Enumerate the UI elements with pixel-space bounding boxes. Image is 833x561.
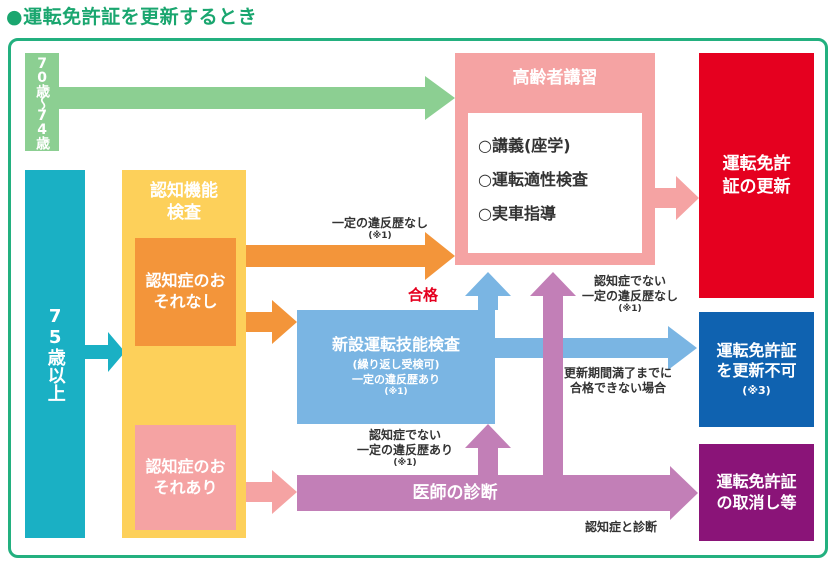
label-nd-nv-ref: (※1) <box>618 304 642 314</box>
arrow-70-to-course <box>58 76 455 120</box>
new-skill-test-cond: 一定の違反歴あり <box>352 372 440 386</box>
course-item-aptitude: ○運転適性検査 <box>478 170 588 189</box>
at-risk-box: 認知症のおそれあり <box>135 425 236 530</box>
course-item-driving: ○実車指導 <box>478 204 556 223</box>
new-skill-test-ref: (※1) <box>384 386 408 397</box>
label-expire: 更新期間満了までに 合格できない場合 <box>548 366 688 396</box>
label-no-violation-ref: (※1) <box>368 231 392 241</box>
no-renew-box: 運転免許証を更新不可 (※3) <box>699 312 814 427</box>
no-risk-label: 認知症のおそれなし <box>145 271 226 311</box>
label-not-dementia-no-violation: 認知症でない 一定の違反歴なし (※1) <box>560 274 700 315</box>
at-risk-label: 認知症のおそれあり <box>145 456 226 497</box>
diagram-frame <box>8 38 828 558</box>
course-item-lecture: ○講義(座学) <box>478 136 571 155</box>
arrow-no-risk-to-course <box>236 232 455 280</box>
arrow-new-test-to-no-renew <box>495 326 697 370</box>
arrow-course-to-renew <box>655 176 699 220</box>
doctor-bar <box>297 475 677 511</box>
arrow-doctor-to-course <box>530 272 576 475</box>
new-skill-test-note: (繰り返し受検可) <box>352 358 440 372</box>
label-nd-v-ref: (※1) <box>393 458 417 468</box>
senior-course-content: ○講義(座学) ○運転適性検査 ○実車指導 <box>468 113 642 253</box>
renew-box: 運転免許証の更新 <box>699 53 814 298</box>
arrow-no-risk-to-new-test <box>245 300 297 344</box>
new-skill-test-title: 新設運転技能検査 <box>331 335 460 355</box>
arrow-at-risk-to-doctor <box>245 470 297 514</box>
label-dementia-diagnosis: 認知症と診断 <box>585 520 658 534</box>
age-70-74-label: 70歳〜74歳 <box>34 56 51 148</box>
label-nd-nv-line2: 一定の違反歴なし <box>581 289 678 303</box>
age-70-74-box: 70歳〜74歳 <box>25 53 59 151</box>
arrow-doctor-to-cancel <box>670 466 698 520</box>
renew-label: 運転免許証の更新 <box>722 154 791 197</box>
arrow-new-test-pass <box>465 272 511 310</box>
cognitive-test-label: 認知機能検査 <box>150 181 218 224</box>
age-75-plus-box: 75歳以上 <box>25 170 85 538</box>
page-title: ●運転免許証を更新するとき <box>6 6 258 28</box>
arrow-doctor-to-new-test <box>465 424 511 475</box>
cancel-label: 運転免許証の取消し等 <box>716 471 797 512</box>
no-renew-ref: (※3) <box>742 384 771 398</box>
cancel-box: 運転免許証の取消し等 <box>699 444 814 541</box>
no-risk-box: 認知症のおそれなし <box>135 238 236 346</box>
label-nd-v-line1: 認知症でない <box>368 428 441 442</box>
doctor-diagnosis-label: 医師の診断 <box>412 482 498 503</box>
label-expire-line1: 更新期間満了までに <box>563 366 672 380</box>
label-no-violation: 一定の違反歴なし (※1) <box>310 216 450 242</box>
label-pass: 合格 <box>408 286 439 304</box>
senior-course-title: 高齢者講習 <box>512 68 598 88</box>
new-skill-test-box: 新設運転技能検査 (繰り返し受検可) 一定の違反歴あり (※1) <box>297 310 495 424</box>
label-nd-nv-line1: 認知症でない <box>593 274 666 288</box>
label-not-dementia-violation: 認知症でない 一定の違反歴あり (※1) <box>335 428 475 469</box>
label-nd-v-line2: 一定の違反歴あり <box>356 443 453 457</box>
label-expire-line2: 合格できない場合 <box>569 381 666 395</box>
age-75-plus-label: 75歳以上 <box>44 306 66 402</box>
arrow-75-to-test <box>85 332 125 372</box>
label-no-violation-text: 一定の違反歴なし <box>331 216 428 230</box>
no-renew-label: 運転免許証を更新不可 <box>716 340 797 381</box>
